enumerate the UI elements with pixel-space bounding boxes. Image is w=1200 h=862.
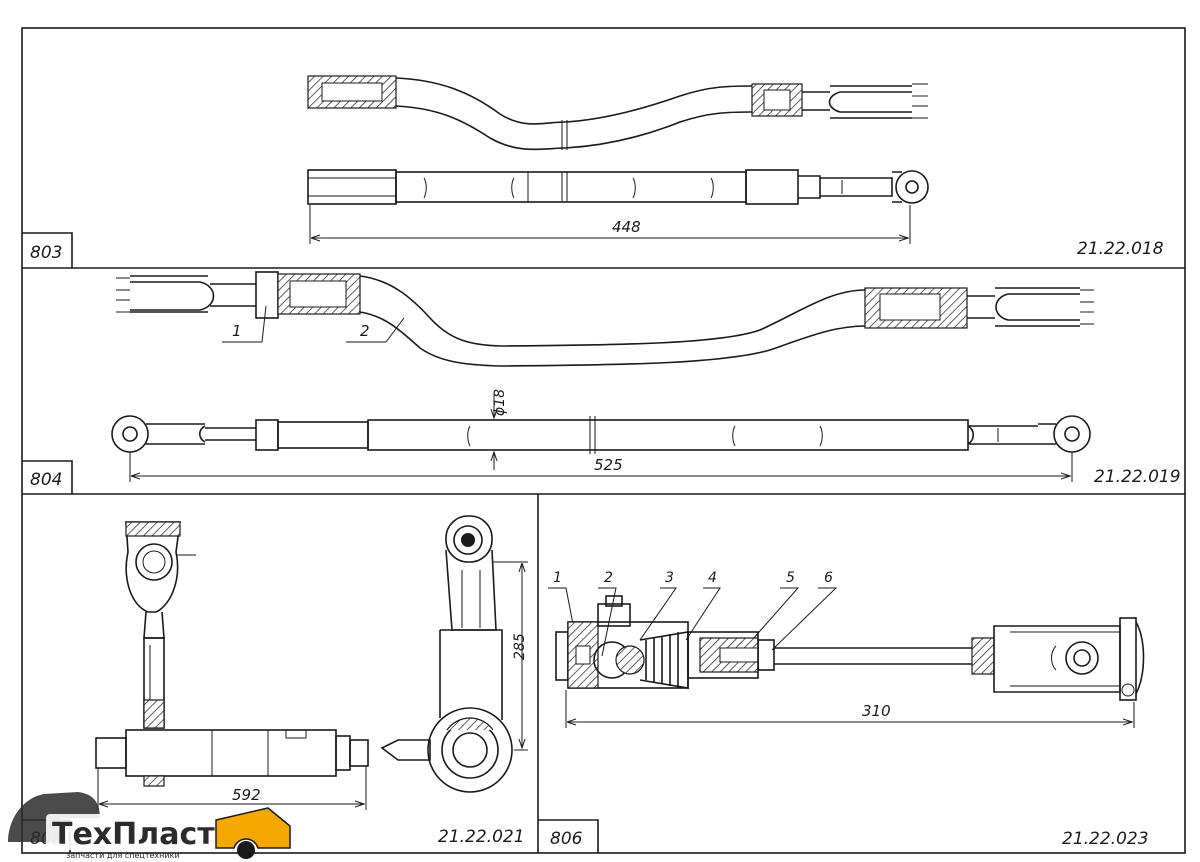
panel-805: 805 21.22.021 bbox=[30, 515, 528, 849]
sheet-frame bbox=[21, 27, 1186, 854]
dim-height-805: 285 bbox=[512, 633, 528, 660]
dim-length-806: 310 bbox=[862, 702, 891, 720]
rod-end-assembly-806 bbox=[555, 595, 1145, 701]
dimension-diameter-804: ϕ18 bbox=[492, 389, 508, 470]
rod-bent-view-804 bbox=[116, 271, 1094, 367]
callout-806-3: 3 bbox=[665, 570, 674, 586]
panel-number-803: 803 bbox=[30, 243, 62, 263]
lever-side-view-805 bbox=[380, 515, 513, 793]
dimension-805: 592 bbox=[97, 766, 367, 810]
dimension-806: 310 bbox=[565, 690, 1135, 728]
dimension-804: 525 bbox=[129, 452, 1073, 482]
callout-806-5: 5 bbox=[786, 570, 795, 586]
part-code-804: 21.22.019 bbox=[1094, 467, 1181, 487]
rod-side-view-803 bbox=[307, 169, 929, 205]
part-code-806: 21.22.023 bbox=[1062, 829, 1149, 849]
dimension-height-805: 285 bbox=[492, 561, 528, 751]
callout-806-1: 1 bbox=[553, 570, 562, 586]
panel-803: 803 21.22.018 bbox=[30, 75, 1164, 263]
callouts-804: 1 2 bbox=[222, 305, 405, 343]
callout-806-4: 4 bbox=[708, 570, 717, 586]
logo-tagline: запчасти для спецтехники bbox=[66, 851, 180, 860]
dim-length-804: 525 bbox=[594, 456, 623, 474]
spring-806 bbox=[645, 632, 679, 688]
callout-804-2: 2 bbox=[360, 322, 370, 340]
dimension-803: 448 bbox=[309, 205, 911, 244]
part-code-803: 21.22.018 bbox=[1077, 239, 1164, 259]
lever-front-view-805 bbox=[95, 521, 369, 787]
part-code-805: 21.22.021 bbox=[438, 827, 525, 847]
rod-bent-view-803 bbox=[307, 75, 928, 151]
logo-text: ТехПласт bbox=[52, 817, 215, 852]
rod-side-view-804 bbox=[111, 415, 1091, 454]
panel-number-806: 806 bbox=[550, 829, 583, 849]
dim-length-803: 448 bbox=[612, 218, 641, 236]
panel-806: 806 21.22.023 1 2 3 4 5 6 bbox=[548, 570, 1149, 849]
dim-length-805: 592 bbox=[232, 786, 261, 804]
dim-diameter-804: ϕ18 bbox=[492, 389, 508, 416]
callout-806-6: 6 bbox=[824, 570, 833, 586]
callout-806-2: 2 bbox=[604, 570, 613, 586]
company-logo: ТехПласт запчасти для спецтехники bbox=[8, 792, 291, 860]
panel-number-804: 804 bbox=[30, 470, 62, 490]
panel-804: 804 21.22.019 1 2 bbox=[30, 271, 1181, 490]
callout-804-1: 1 bbox=[232, 322, 242, 340]
